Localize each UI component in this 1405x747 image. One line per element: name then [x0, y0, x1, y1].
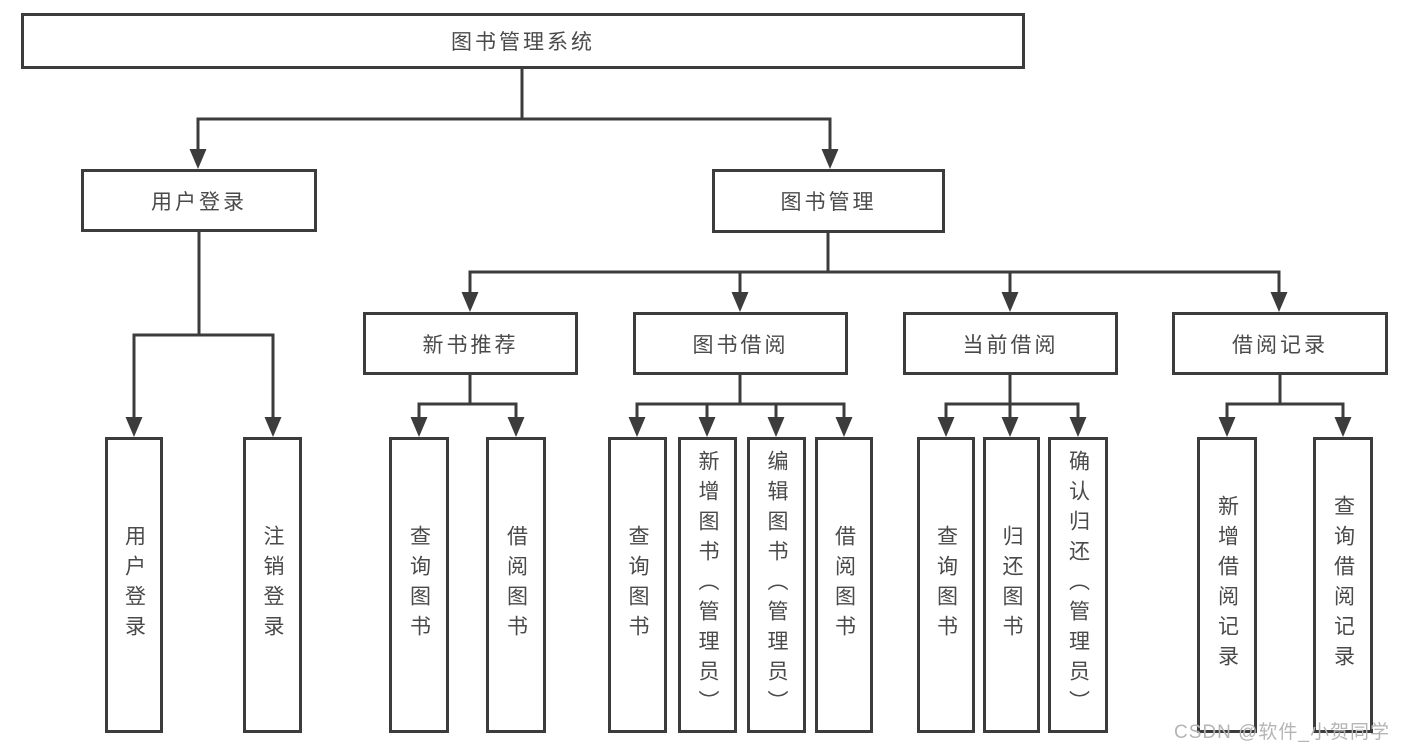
csdn-watermark: CSDN @软件_小贺同学: [1174, 722, 1390, 743]
node-leaf-label: 借阅图书: [504, 525, 528, 645]
node-current-borrow: 当前借阅: [903, 312, 1118, 375]
node-user-login-label: 用户登录: [151, 190, 247, 214]
node-leaf-query-books-3: 查询图书: [917, 437, 975, 733]
node-book-management-label: 图书管理: [780, 191, 877, 214]
node-leaf-borrow-books-2: 借阅图书: [815, 437, 873, 733]
node-root: 图书管理系统: [21, 13, 1025, 69]
node-leaf-label: 注销登录: [261, 525, 284, 645]
node-leaf-label: 编辑图书（管理员）: [765, 450, 788, 720]
node-leaf-label: 确认归还（管理员）: [1066, 450, 1090, 720]
node-leaf-label: 查询图书: [934, 525, 958, 645]
node-book-borrow: 图书借阅: [633, 312, 848, 375]
node-borrow-record-label: 借阅记录: [1232, 333, 1328, 357]
node-leaf-label: 用户登录: [122, 525, 146, 645]
node-leaf-add-borrow-record: 新增借阅记录: [1197, 437, 1257, 733]
node-leaf-label: 查询图书: [626, 525, 649, 645]
node-book-management: 图书管理: [712, 169, 945, 233]
node-user-login: 用户登录: [81, 169, 317, 232]
node-leaf-logout: 注销登录: [243, 437, 302, 733]
node-leaf-query-books-1: 查询图书: [389, 437, 449, 733]
node-leaf-label: 查询借阅记录: [1331, 495, 1355, 675]
node-leaf-label: 查询图书: [407, 525, 431, 645]
node-leaf-confirm-return-admin: 确认归还（管理员）: [1048, 437, 1108, 733]
node-leaf-borrow-books-1: 借阅图书: [486, 437, 546, 733]
node-leaf-label: 借阅图书: [832, 525, 856, 645]
node-leaf-add-books-admin: 新增图书（管理员）: [678, 437, 737, 733]
node-new-book-recommend-label: 新书推荐: [422, 333, 519, 357]
node-leaf-label: 归还图书: [1000, 525, 1023, 645]
node-root-label: 图书管理系统: [451, 31, 595, 54]
node-new-book-recommend: 新书推荐: [363, 312, 578, 375]
node-leaf-return-books: 归还图书: [983, 437, 1040, 733]
node-leaf-label: 新增借阅记录: [1215, 495, 1239, 675]
node-leaf-edit-books-admin: 编辑图书（管理员）: [747, 437, 806, 733]
node-borrow-record: 借阅记录: [1172, 312, 1388, 375]
node-book-borrow-label: 图书借阅: [692, 333, 789, 357]
node-leaf-label: 新增图书（管理员）: [696, 450, 719, 720]
node-leaf-user-login: 用户登录: [105, 437, 163, 733]
node-leaf-query-books-2: 查询图书: [608, 437, 667, 733]
node-current-borrow-label: 当前借阅: [962, 333, 1059, 357]
node-leaf-query-borrow-record: 查询借阅记录: [1313, 437, 1373, 733]
